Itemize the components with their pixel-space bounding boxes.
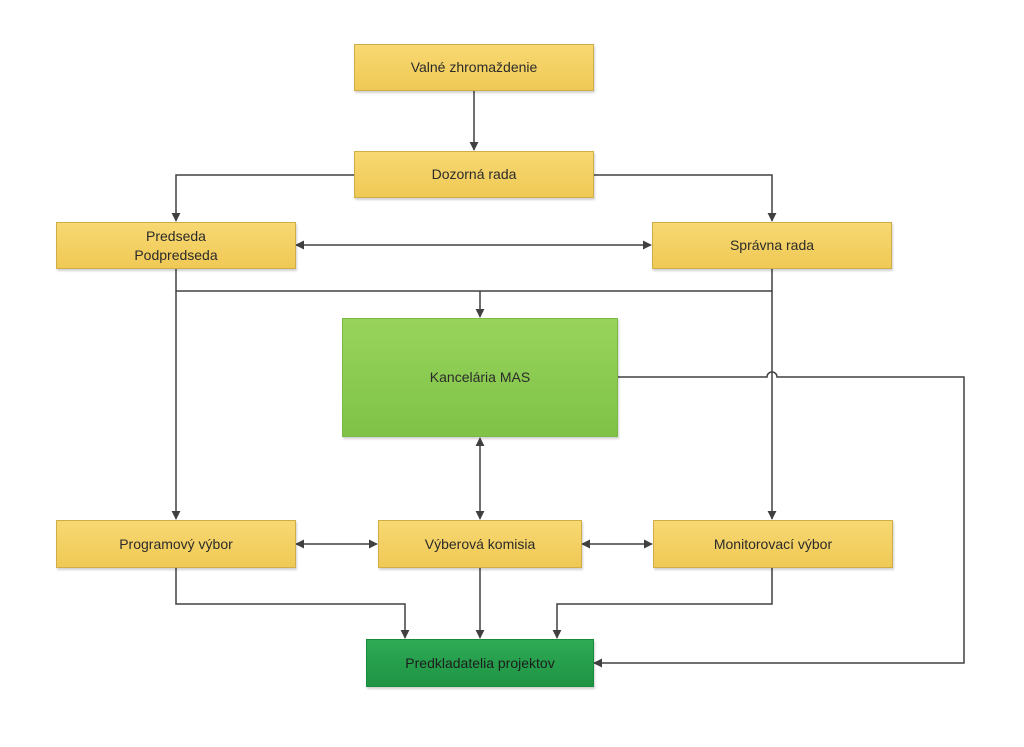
connector-monitorovaci-to-predkladatelia: [552, 568, 773, 639]
connector-bus: [175, 269, 773, 292]
node-spravna-rada: Správna rada: [652, 222, 892, 269]
connector-dozorna-to-spravna: [594, 174, 777, 222]
node-dozorna-rada: Dozorná rada: [354, 151, 594, 198]
node-label: Monitorovací výbor: [713, 535, 833, 552]
node-label: Dozorná rada: [431, 166, 517, 182]
node-label: Predkladatelia projektov: [405, 654, 555, 671]
node-programovy-vybor: Programový výbor: [56, 520, 296, 568]
node-predkladatelia-projektov: Predkladatelia projektov: [366, 639, 594, 687]
connector-kancelaria-to-predkladatelia: [593, 371, 965, 668]
node-label: Výberová komisia: [424, 535, 536, 552]
node-label-line-1: Predseda: [146, 227, 206, 244]
connector-dozorna-to-predseda: [171, 174, 354, 222]
node-vyberova-komisia: Výberová komisia: [378, 520, 582, 568]
node-kancelaria-mas: Kancelária MAS: [342, 318, 618, 437]
node-label: Programový výbor: [119, 535, 233, 552]
node-valne-zhromazdenie: Valné zhromaždenie: [354, 44, 594, 91]
node-predseda: Predseda Podpredseda: [56, 222, 296, 269]
node-label-line-2: Podpredseda: [134, 246, 218, 263]
connector-programovy-to-predkladatelia: [175, 568, 410, 639]
node-label: Valné zhromaždenie: [410, 59, 538, 75]
node-monitorovaci-vybor: Monitorovací výbor: [653, 520, 893, 568]
node-label: Správna rada: [729, 237, 815, 253]
node-label: Kancelária MAS: [429, 369, 531, 385]
